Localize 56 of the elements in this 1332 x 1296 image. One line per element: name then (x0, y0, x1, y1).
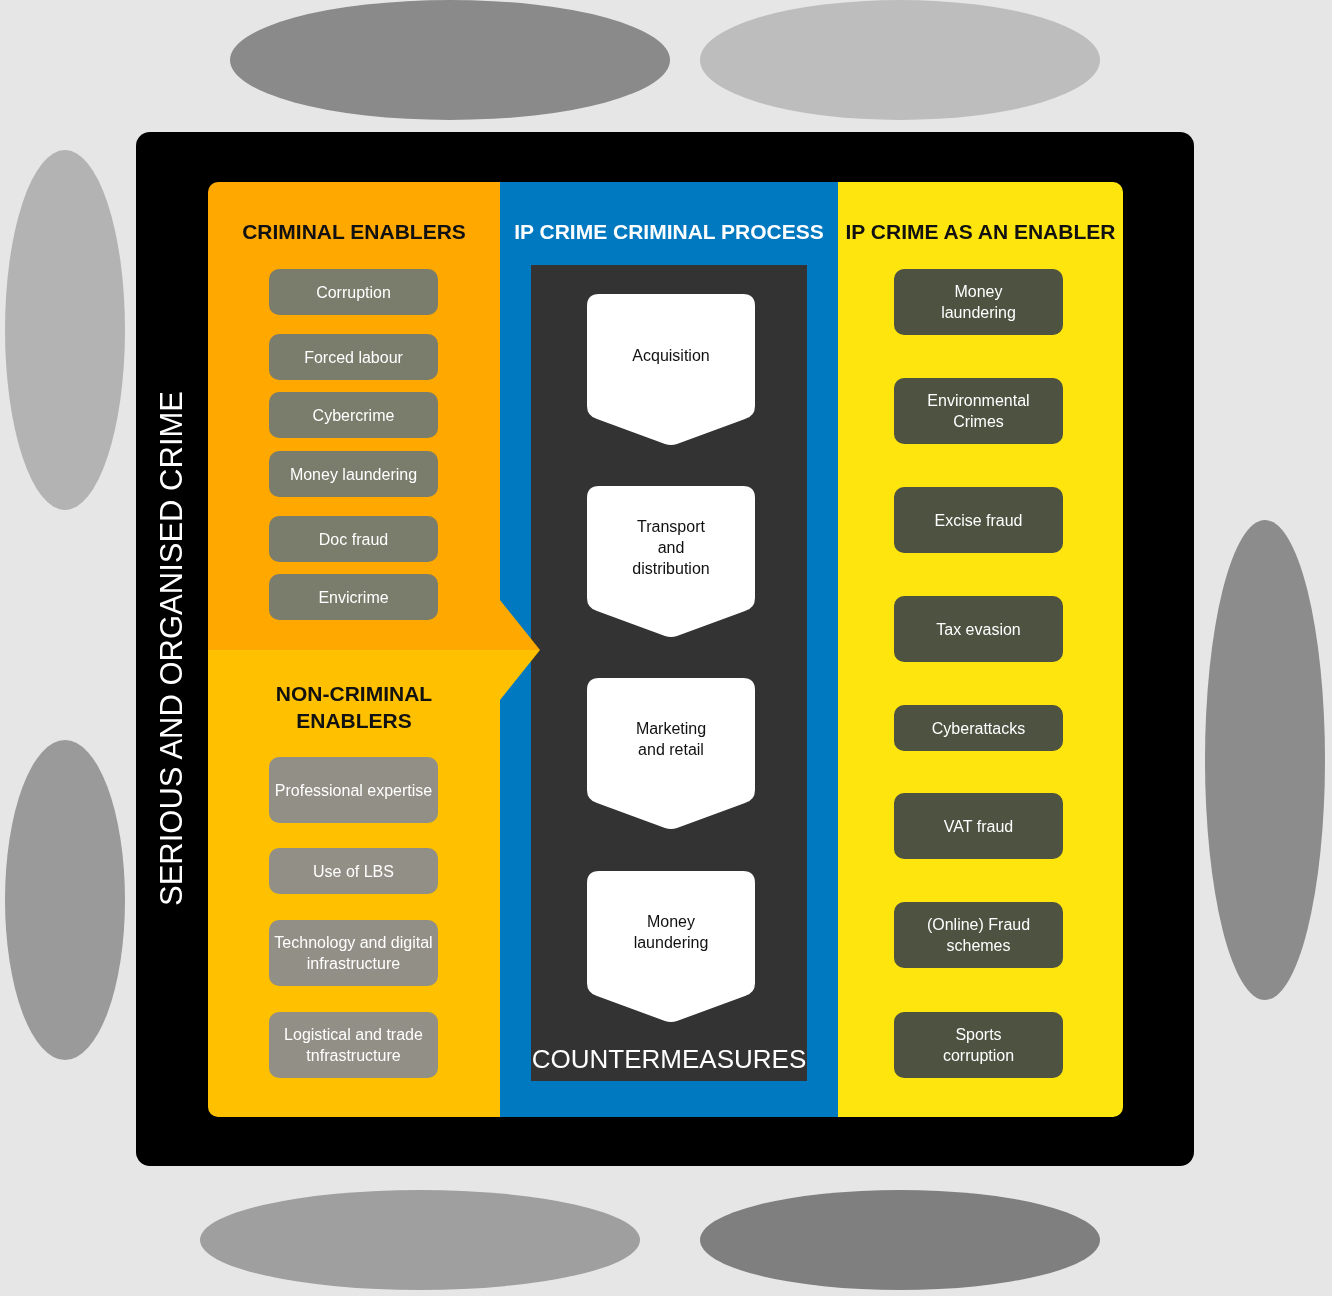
outer-frame (136, 132, 1194, 1166)
panel-heading: IP CRIME CRIMINAL PROCESS (513, 219, 825, 245)
step-label: Money laundering (632, 912, 710, 953)
step-label: Acquisition (632, 345, 710, 366)
box-label: Envicrime (318, 587, 389, 608)
category-box (269, 392, 438, 438)
category-box (894, 378, 1063, 444)
category-box (894, 596, 1063, 662)
category-panel (208, 650, 500, 1117)
category-box (894, 902, 1063, 968)
box-label: Money laundering (289, 464, 418, 485)
panel-heading: CRIMINAL ENABLERS (241, 219, 467, 245)
panel-heading: COUNTERMEASURES (531, 1043, 807, 1075)
category-box (894, 705, 1063, 751)
category-box (269, 920, 438, 986)
vertical-title: SERIOUS AND ORGANISED CRIME (154, 391, 190, 907)
category-box (894, 1012, 1063, 1078)
process-step-card (587, 678, 755, 830)
step-label: Transport and distribution (631, 516, 711, 579)
process-step-card (587, 486, 755, 638)
box-label: Logistical and trade tnfrastructure (283, 1025, 424, 1066)
box-label: Excise fraud (934, 510, 1023, 531)
category-box (269, 516, 438, 562)
panel-heading: IP CRIME AS AN ENABLER (844, 219, 1117, 245)
category-box (894, 793, 1063, 859)
box-label: Use of LBS (313, 861, 394, 882)
category-box (894, 487, 1063, 553)
box-label: Cybercrime (312, 405, 395, 426)
box-label: Forced labour (304, 347, 403, 368)
process-step-card (587, 871, 755, 1023)
box-label: Tax evasion (936, 619, 1021, 640)
box-label: VAT fraud (943, 816, 1014, 837)
box-label: Doc fraud (318, 529, 389, 550)
category-box (269, 451, 438, 497)
box-label: (Online) Fraud schemes (925, 915, 1032, 956)
category-box (269, 1012, 438, 1078)
category-panel (838, 182, 1123, 1117)
step-label: Marketing and retail (634, 719, 708, 760)
category-panel (208, 182, 500, 650)
box-label: Cyberattacks (931, 718, 1026, 739)
category-box (269, 574, 438, 620)
category-box (269, 334, 438, 380)
category-box (269, 269, 438, 315)
category-box (269, 757, 438, 823)
box-label: Environmental Crimes (926, 391, 1031, 432)
process-step-card (587, 294, 755, 446)
box-label: Technology and digital infrastructure (273, 933, 434, 974)
category-box (269, 848, 438, 894)
box-label: Sports corruption (941, 1025, 1016, 1066)
box-label: Corruption (316, 282, 391, 303)
box-label: Professional expertise (274, 780, 433, 801)
box-label: Money laundering (940, 282, 1017, 323)
panel-heading: NON-CRIMINAL ENABLERS (274, 681, 434, 734)
process-panel (500, 182, 838, 1117)
countermeasures-panel (531, 265, 807, 1081)
category-box (894, 269, 1063, 335)
